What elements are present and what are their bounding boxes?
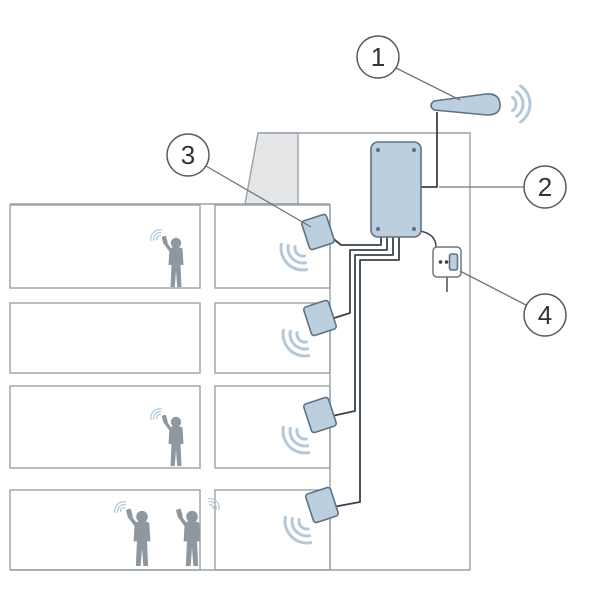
phone-signal-waves-icon — [147, 405, 165, 423]
callout-4: 4 — [459, 270, 567, 337]
outdoor-signal-waves-icon — [511, 84, 532, 124]
callout-1: 1 — [356, 35, 461, 101]
indoor-cable-3 — [331, 237, 394, 417]
antenna-feed-cable — [421, 112, 438, 188]
power-cord — [419, 230, 437, 248]
outlet-pin-icon — [438, 260, 443, 264]
callout-1-leader — [395, 67, 461, 101]
screw-icon — [376, 227, 380, 231]
person-with-phone — [159, 413, 186, 468]
screw-icon — [376, 148, 380, 152]
indoor-signal-waves-icon — [275, 323, 316, 364]
people — [111, 226, 223, 568]
person-with-phone — [159, 234, 186, 289]
callout-3: 3 — [166, 133, 312, 228]
callout-4-circle — [523, 293, 567, 337]
phone-signal-waves-icon — [147, 226, 165, 244]
indoor-signal-waves-icon — [273, 237, 314, 278]
room-window — [9, 489, 201, 571]
indoor-antenna-icon — [302, 395, 338, 435]
room-window — [214, 489, 331, 571]
person-with-phone — [174, 506, 203, 568]
indoor-cable-1 — [329, 235, 382, 246]
callout-3-circle — [166, 133, 210, 177]
callout-2-circle — [523, 165, 567, 209]
screw-icon — [412, 227, 416, 231]
indoor-signal-waves-icon — [277, 510, 318, 551]
room-window — [214, 302, 331, 374]
indoor-cable-4 — [332, 237, 400, 508]
outdoor-antenna — [430, 84, 532, 124]
callout-4-leader — [459, 270, 527, 306]
booster-amplifier-icon — [370, 141, 422, 238]
callout-2: 2 — [439, 165, 567, 209]
cable-runs — [329, 112, 448, 508]
phone-signal-waves-icon — [205, 495, 223, 513]
screw-icon — [412, 148, 416, 152]
callout-3-leader — [205, 165, 312, 228]
phone-signal-waves-icon — [111, 498, 129, 516]
outdoor-antenna-icon — [430, 93, 501, 116]
indoor-cable-2 — [330, 237, 388, 320]
callout-1-circle — [356, 35, 400, 79]
outlet-pin-icon — [444, 260, 449, 264]
room-window — [9, 385, 201, 469]
callout-2-label: 2 — [538, 172, 552, 202]
power-outlet — [432, 246, 462, 278]
signal-booster — [370, 141, 422, 238]
person-with-phone — [124, 506, 153, 568]
indoor-antenna-icon — [304, 485, 340, 525]
room-window — [9, 204, 201, 289]
room-window — [9, 302, 201, 374]
indoor-signal-waves-icon — [275, 420, 316, 461]
indoor-antenna-icon — [302, 298, 338, 338]
callout-3-label: 3 — [181, 140, 195, 170]
callout-4-label: 4 — [538, 300, 552, 330]
plug-icon — [448, 253, 459, 271]
callout-1-label: 1 — [371, 42, 385, 72]
